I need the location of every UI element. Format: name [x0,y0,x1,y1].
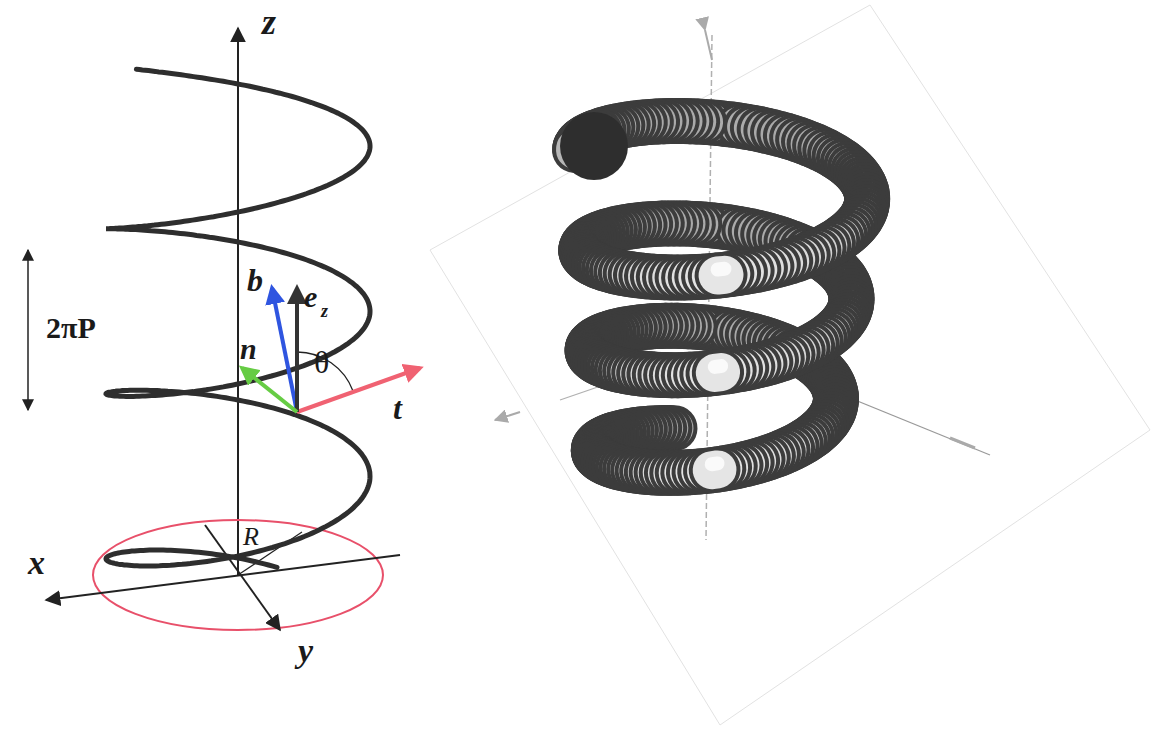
y-axis [205,525,280,630]
helix-curve [106,69,370,567]
axis-arrow [705,30,712,60]
vector-label: b [247,264,263,296]
base-circle [93,520,383,630]
tube-segment [718,252,725,299]
vector-label: t [393,392,402,424]
tube-segment [715,353,721,392]
axis-label: y [298,634,313,668]
axis-tick [950,438,975,448]
x-axis [46,555,400,600]
frame [430,5,1150,725]
axis-label: x [28,546,45,580]
tube-segment [712,450,718,489]
angle-label: θ [314,346,329,378]
tube-segment [712,446,718,493]
axis-arrow [495,412,520,420]
vector-subscript: z [321,302,328,320]
helix-curve [106,69,370,567]
vector-label: e [304,282,317,312]
normal-vector [242,368,297,412]
tube-segment [715,349,721,396]
ez-vector [295,288,299,412]
tube-segment [718,262,725,277]
tube-segment [715,359,721,374]
radius-label: R [243,524,259,550]
z-axis [237,28,239,575]
tube-segment [718,256,725,295]
axis-label: z [262,4,276,40]
pitch-arrow [27,250,29,410]
vector-label: n [240,334,257,364]
pitch-label: 2πP [46,313,96,343]
tube-segment [712,456,718,471]
tube-end-cap [560,112,628,180]
